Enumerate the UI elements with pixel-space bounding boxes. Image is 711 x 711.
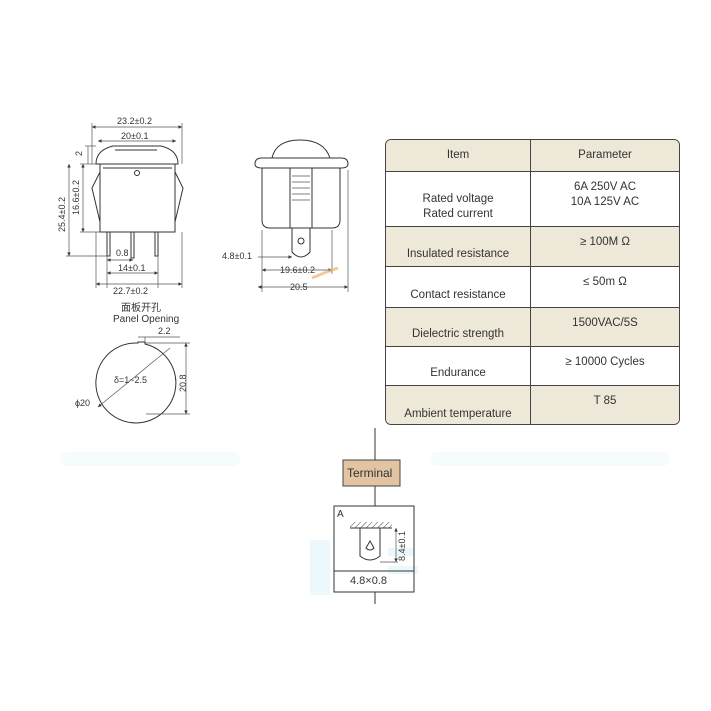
spec-row-insulated: Insulated resistance ≥ 100M Ω <box>386 226 679 266</box>
dim-thickness: δ=1~2.5 <box>114 375 147 385</box>
dim-terminal: 4.8±0.1 <box>222 251 252 261</box>
spec-row-dielectric: Dielectric strength 1500VAC/5S <box>386 307 679 346</box>
front-mark-circle <box>134 170 140 176</box>
header-item: Item <box>386 140 531 171</box>
row-param-text: 10A 125V AC <box>570 196 640 208</box>
side-rocker-dome <box>271 139 331 159</box>
terminal-detail: Terminal A 8.4±0.1 4.8×0.8 <box>333 428 415 604</box>
header-parameter: Parameter <box>578 149 632 161</box>
side-bezel <box>254 157 349 169</box>
side-terminal <box>291 227 311 258</box>
front-body <box>99 163 176 233</box>
terminal-blade <box>359 528 381 561</box>
row-item-text: Rated current <box>423 208 493 220</box>
dim-pin: 0.8 <box>116 248 129 258</box>
spec-row-contact: Contact resistance ≤ 50m Ω <box>386 266 679 307</box>
dim-width-inner: 20±0.1 <box>121 131 148 141</box>
front-view: 23.2±0.2 20±0.1 2 25.4±0.2 16.6±0.2 0.8 … <box>57 116 184 296</box>
front-rocker-cap <box>95 145 179 165</box>
row-param-text: T 85 <box>593 395 617 407</box>
row-param-text: ≤ 50m Ω <box>583 276 627 288</box>
dim-height-total: 25.4±0.2 <box>57 197 67 232</box>
spec-table: Item Parameter Rated voltage Rated curre… <box>385 139 680 425</box>
background-watermark <box>60 452 670 595</box>
terminal-label-box <box>342 459 401 487</box>
dim-pin-spacing: 14±0.1 <box>118 263 145 273</box>
row-item-text: Insulated resistance <box>406 248 510 260</box>
dim-height-body: 16.6±0.2 <box>71 180 81 215</box>
front-pin-middle <box>130 231 135 259</box>
panel-opening: 面板开孔 Panel Opening 2.2 δ=1~2.5 ϕ20 20.8 <box>75 301 190 424</box>
dim-side-overall: 20.5 <box>290 282 308 292</box>
spec-row-rated: Rated voltage Rated current 6A 250V AC 1… <box>386 171 679 226</box>
spec-table-header: Item Parameter <box>386 140 679 171</box>
spec-row-endurance: Endurance ≥ 10000 Cycles <box>386 346 679 385</box>
panel-opening-title-en: Panel Opening <box>113 314 179 325</box>
front-pin-left <box>106 231 111 257</box>
panel-opening-circle <box>95 341 177 424</box>
front-pin-right <box>154 231 159 257</box>
terminal-detail-frame <box>333 505 415 593</box>
row-item-text: Contact resistance <box>410 289 506 301</box>
dim-side-body: 19.6±0.2 <box>280 265 315 275</box>
panel-opening-title-cn: 面板开孔 <box>121 301 161 314</box>
row-param-text: 1500VAC/5S <box>572 317 638 329</box>
orange-highlight <box>311 266 339 280</box>
dim-diameter: ϕ20 <box>75 398 90 408</box>
terminal-view-letter: A <box>337 509 344 520</box>
row-item-text: Rated voltage <box>422 193 494 205</box>
side-body <box>261 168 341 229</box>
terminal-dim-size: 4.8×0.8 <box>350 575 387 587</box>
row-item-text: Endurance <box>430 367 486 379</box>
dim-panel-height: 20.8 <box>178 374 188 392</box>
row-item-text: Ambient temperature <box>404 408 512 420</box>
row-param-text: ≥ 10000 Cycles <box>565 356 645 368</box>
terminal-label: Terminal <box>347 466 392 480</box>
terminal-dim-height: 8.4±0.1 <box>397 531 407 561</box>
dim-base-width: 22.7±0.2 <box>113 286 148 296</box>
spec-row-ambient: Ambient temperature T 85 <box>386 385 679 424</box>
row-item-text: Dielectric strength <box>411 328 505 340</box>
row-param-text: 6A 250V AC <box>573 181 637 193</box>
dim-notch: 2.2 <box>158 326 171 336</box>
dim-rocker: 2 <box>74 151 84 156</box>
row-param-text: ≥ 100M Ω <box>579 236 631 248</box>
dim-width-top: 23.2±0.2 <box>117 116 152 126</box>
side-view: 4.8±0.1 19.6±0.2 20.5 <box>222 139 349 292</box>
